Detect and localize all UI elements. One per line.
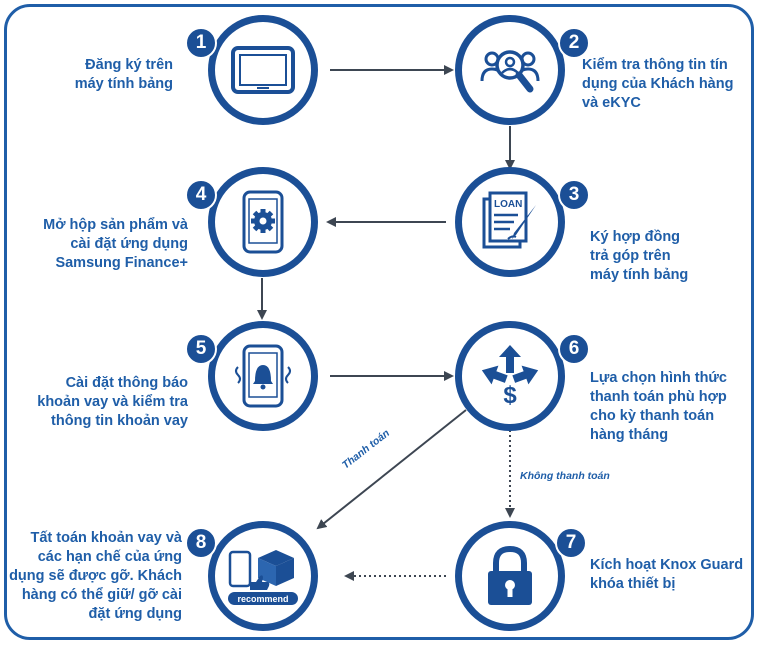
step-4-badge: 4 xyxy=(185,179,217,211)
step-8-label: Tất toán khoản vay và các hạn chế của ứn… xyxy=(9,530,182,622)
step-1-badge: 1 xyxy=(185,27,217,59)
step-7-label: Kích hoạt Knox Guard khóa thiết bị xyxy=(590,557,744,592)
loan-contract-icon: LOAN xyxy=(482,191,536,249)
loan-icon-text: LOAN xyxy=(494,199,522,210)
edge-6-8 xyxy=(316,409,467,530)
step-1-label: Đăng ký trên máy tính bảng xyxy=(74,57,173,92)
step-2-badge: 2 xyxy=(558,27,590,59)
step-8-badge: 8 xyxy=(185,527,217,559)
step-7-badge: 7 xyxy=(555,527,587,559)
step-3-circle: LOAN xyxy=(458,170,562,274)
step-6-label: Lựa chọn hình thức thanh toán phù hợp ch… xyxy=(590,370,727,443)
step-5-label: Cài đặt thông báo khoản vay và kiểm tra … xyxy=(37,375,188,429)
phone-notification-icon xyxy=(235,344,291,408)
box-recommend-icon: recommend xyxy=(228,550,298,605)
step-6-circle: $ xyxy=(458,324,562,428)
step-3-badge: 3 xyxy=(558,179,590,211)
step-8-circle: recommend xyxy=(211,524,315,628)
recommend-icon-text: recommend xyxy=(237,594,288,604)
people-search-icon xyxy=(480,50,540,93)
step-5-circle xyxy=(211,324,315,428)
step-3-label: Ký hợp đồng trả góp trên máy tính bảng xyxy=(590,229,689,283)
step-6-badge: 6 xyxy=(558,333,590,365)
step-2-circle xyxy=(458,18,562,122)
step-2-label: Kiểm tra thông tin tín dụng của Khách hà… xyxy=(582,57,734,111)
step-4-label: Mở hộp sản phẩm và cài đặt ứng dụng Sams… xyxy=(43,217,188,271)
phone-settings-icon xyxy=(242,190,284,254)
step-4-circle xyxy=(211,170,315,274)
step-5-badge: 5 xyxy=(185,333,217,365)
padlock-icon xyxy=(488,545,532,605)
step-7-circle xyxy=(458,524,562,628)
edge-label-no-pay: Không thanh toán xyxy=(520,470,610,482)
payment-options-icon: $ xyxy=(481,345,539,409)
diagram-frame xyxy=(4,4,754,640)
tablet-icon xyxy=(231,46,295,94)
step-1-circle xyxy=(211,18,315,122)
svg-text:$: $ xyxy=(503,382,517,409)
